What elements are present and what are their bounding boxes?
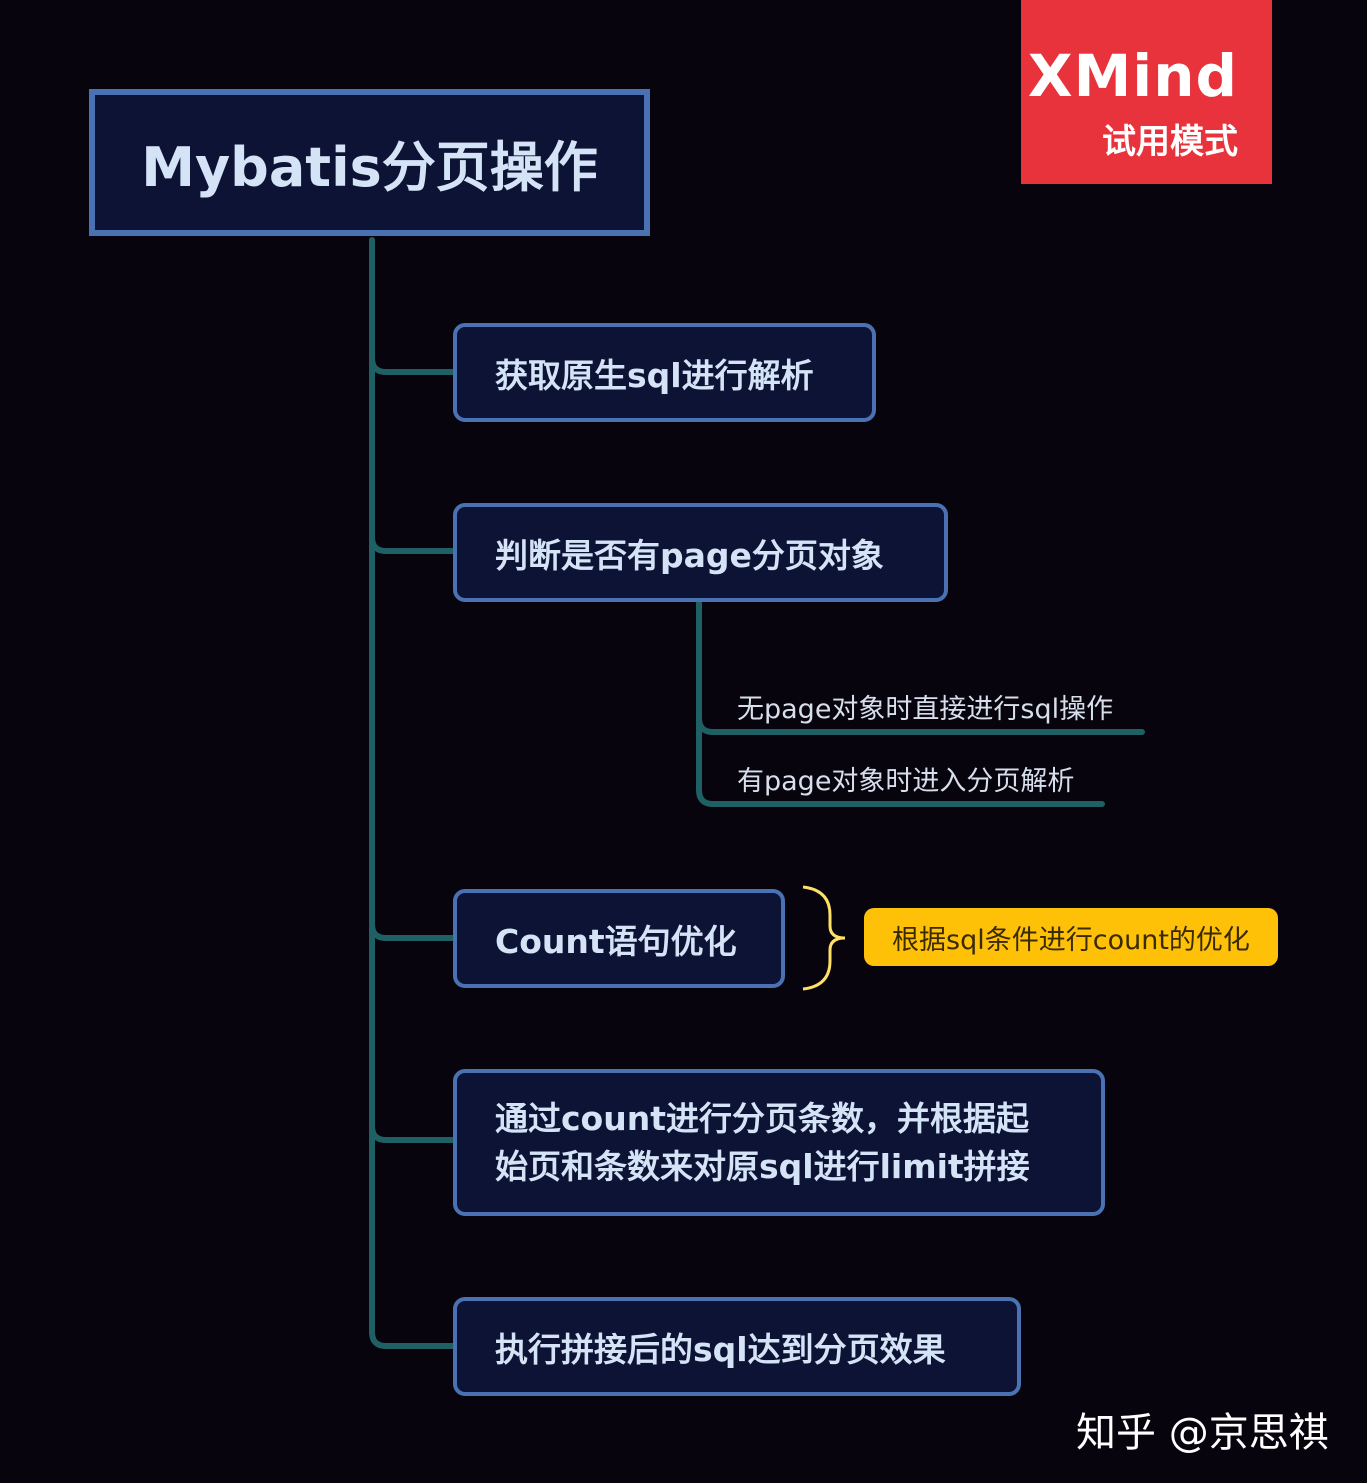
summary-note[interactable]: 根据sql条件进行count的优化 bbox=[864, 908, 1278, 966]
summary-note-label: 根据sql条件进行count的优化 bbox=[892, 924, 1250, 956]
sub-trunk-line bbox=[696, 600, 1105, 807]
branch-node-count-optimize[interactable]: Count语句优化 bbox=[453, 889, 785, 988]
leaf-node-has-page[interactable]: 有page对象时进入分页解析 bbox=[737, 759, 1074, 798]
branch-node-label: 执行拼接后的sql达到分页效果 bbox=[495, 1329, 946, 1369]
connector-branch-2 bbox=[369, 534, 458, 554]
branch-node-label: 通过count进行分页条数，并根据起 始页和条数来对原sql进行limit拼接 bbox=[495, 1095, 1030, 1191]
xmind-logo-text: XMind bbox=[1027, 42, 1238, 110]
branch-node-check-page[interactable]: 判断是否有page分页对象 bbox=[453, 503, 948, 602]
connector-branch-4 bbox=[369, 1123, 458, 1143]
connector-leaf-1 bbox=[696, 715, 1145, 735]
zhihu-watermark: 知乎 @京思祺 bbox=[1076, 1410, 1329, 1456]
branch-node-limit-concat[interactable]: 通过count进行分页条数，并根据起 始页和条数来对原sql进行limit拼接 bbox=[453, 1069, 1105, 1216]
root-topic-label: Mybatis分页操作 bbox=[141, 136, 598, 199]
branch-node-label: Count语句优化 bbox=[495, 921, 737, 961]
branch-node-label-line-1: 通过count进行分页条数，并根据起 bbox=[495, 1098, 1029, 1138]
trial-mode-label: 试用模式 bbox=[1102, 122, 1238, 162]
trunk-line bbox=[369, 237, 458, 1349]
leaf-node-label: 有page对象时进入分页解析 bbox=[737, 766, 1075, 797]
root-topic[interactable]: Mybatis分页操作 bbox=[89, 89, 650, 236]
branch-node-execute-sql[interactable]: 执行拼接后的sql达到分页效果 bbox=[453, 1297, 1021, 1396]
branch-node-parse-sql[interactable]: 获取原生sql进行解析 bbox=[453, 323, 876, 422]
connector-branch-3 bbox=[369, 921, 458, 941]
connector-branch-1 bbox=[369, 355, 458, 375]
branch-node-label-line-2: 始页和条数来对原sql进行limit拼接 bbox=[495, 1146, 1030, 1186]
xmind-trial-badge: XMind 试用模式 bbox=[1021, 0, 1272, 184]
leaf-node-no-page[interactable]: 无page对象时直接进行sql操作 bbox=[737, 687, 1113, 726]
summary-brace bbox=[802, 885, 846, 991]
branch-node-label: 判断是否有page分页对象 bbox=[495, 535, 884, 575]
leaf-node-label: 无page对象时直接进行sql操作 bbox=[737, 694, 1114, 725]
branch-node-label: 获取原生sql进行解析 bbox=[495, 355, 814, 395]
